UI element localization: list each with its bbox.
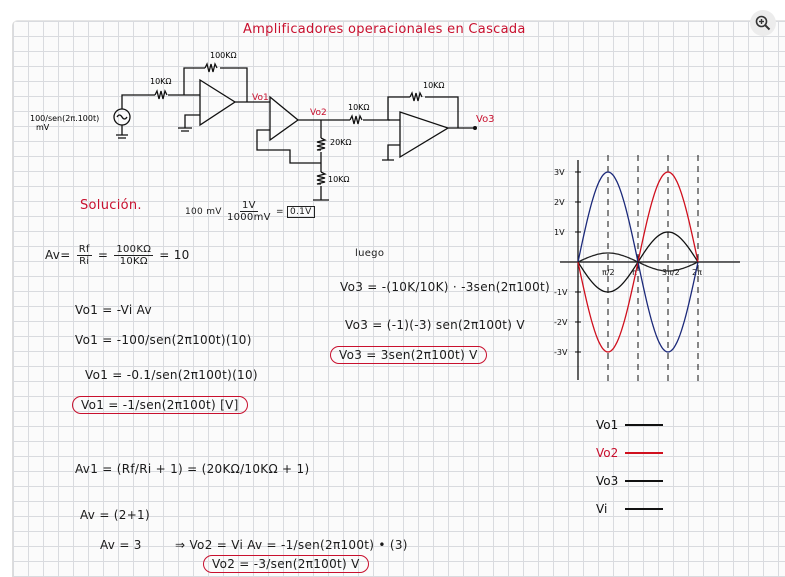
vo3-line2: Vo3 = (-1)(-3) sen(2π100t) V [345, 318, 525, 332]
opamp-1 [199, 78, 237, 127]
av2-line2: Av = (2+1) [80, 508, 150, 522]
resistor-20k [316, 137, 327, 151]
conv-den: 1000mV [226, 212, 271, 223]
vo1-label: Vo1 [252, 93, 269, 103]
source-unit: mV [36, 123, 50, 132]
av2-line3: Av = 3 [100, 538, 142, 552]
conv-lhs: 100 mV [185, 207, 222, 217]
vo2-result: Vo2 = -3/sen(2π100t) V [203, 555, 369, 573]
zoom-in-button[interactable] [750, 10, 776, 36]
av2-line1: Av1 = (Rf/Ri + 1) = (20KΩ/10KΩ + 1) [75, 462, 309, 476]
vo1-line2: Vo1 = -100/sen(2π100t)(10) [75, 333, 252, 347]
vo3-label: Vo3 [476, 114, 495, 125]
x-tick-label: 2π [692, 268, 702, 277]
av-den1: Ri [79, 256, 90, 267]
conv-num: 1V [239, 200, 258, 212]
legend-label: Vi [596, 502, 607, 516]
r-in3-label: 10KΩ [348, 103, 370, 112]
av2-expr: (Rf/Ri + 1) = (20KΩ/10KΩ + 1) [116, 462, 310, 476]
source-label: 100/sen(2π.100t) [30, 114, 99, 123]
y-tick-label: 3V [554, 168, 565, 177]
zoom-in-icon [755, 15, 771, 31]
circuit-diagram: 100/sen(2π.100t) mV 10KΩ 100KΩ Vo1 Vo2 2… [30, 51, 495, 201]
av-den2: 10KΩ [119, 256, 148, 267]
legend-label: Vo1 [596, 418, 618, 432]
vo1-line3: Vo1 = -0.1/sen(2π100t)(10) [85, 368, 258, 382]
solution-heading: Solución. [80, 198, 142, 213]
vo3-result: Vo3 = 3sen(2π100t) V [330, 346, 487, 364]
resistor-100k-feedback [204, 62, 218, 73]
r-f3-label: 10KΩ [423, 81, 445, 90]
vo1-line1: Vo1 = -Vi Av [75, 303, 152, 317]
x-tick-label: π/2 [602, 268, 615, 277]
resistor-10k-in [154, 89, 168, 100]
av-result: = 10 [159, 248, 190, 262]
av-lhs: Av= [45, 248, 71, 262]
av-num1: Rf [76, 244, 92, 256]
legend-label: Vo3 [596, 474, 618, 488]
notebook-page [12, 20, 785, 577]
vo1-result: Vo1 = -1/sen(2π100t) [V] [72, 396, 248, 414]
r-f1-label: 100KΩ [210, 51, 237, 60]
luego-label: luego [355, 248, 385, 259]
y-tick-label: -3V [554, 348, 568, 357]
opamp-3 [399, 111, 450, 159]
r-10k-gnd-label: 10KΩ [328, 175, 350, 184]
resistor-10k-gnd [316, 171, 327, 185]
resistor-10k-feedback [409, 91, 423, 102]
r-in1-label: 10KΩ [150, 77, 172, 86]
y-tick-label: 1V [554, 228, 565, 237]
x-tick-label: 3π/2 [662, 268, 680, 277]
av-num2: 100KΩ [114, 244, 154, 256]
av2-lhs: Av1 = [75, 462, 113, 476]
legend-label: Vo2 [596, 446, 618, 460]
opamp-2 [269, 95, 300, 142]
y-tick-label: -2V [554, 318, 568, 327]
vo3-line1: Vo3 = -(10K/10K) · -3sen(2π100t) [340, 280, 551, 294]
vo2-label: Vo2 [310, 108, 327, 118]
page-title: Amplificadores operacionales en Cascada [243, 22, 526, 37]
r-20k-label: 20KΩ [330, 138, 352, 147]
vo2-line: ⇒ Vo2 = Vi Av = -1/sen(2π100t) • (3) [175, 538, 408, 552]
resistor-10k-in3 [349, 114, 363, 125]
x-tick-label: π [632, 268, 637, 277]
series-vi [577, 252, 699, 272]
conv-result: 0.1V [286, 206, 315, 218]
y-tick-label: -1V [554, 288, 568, 297]
y-tick-label: 2V [554, 198, 565, 207]
